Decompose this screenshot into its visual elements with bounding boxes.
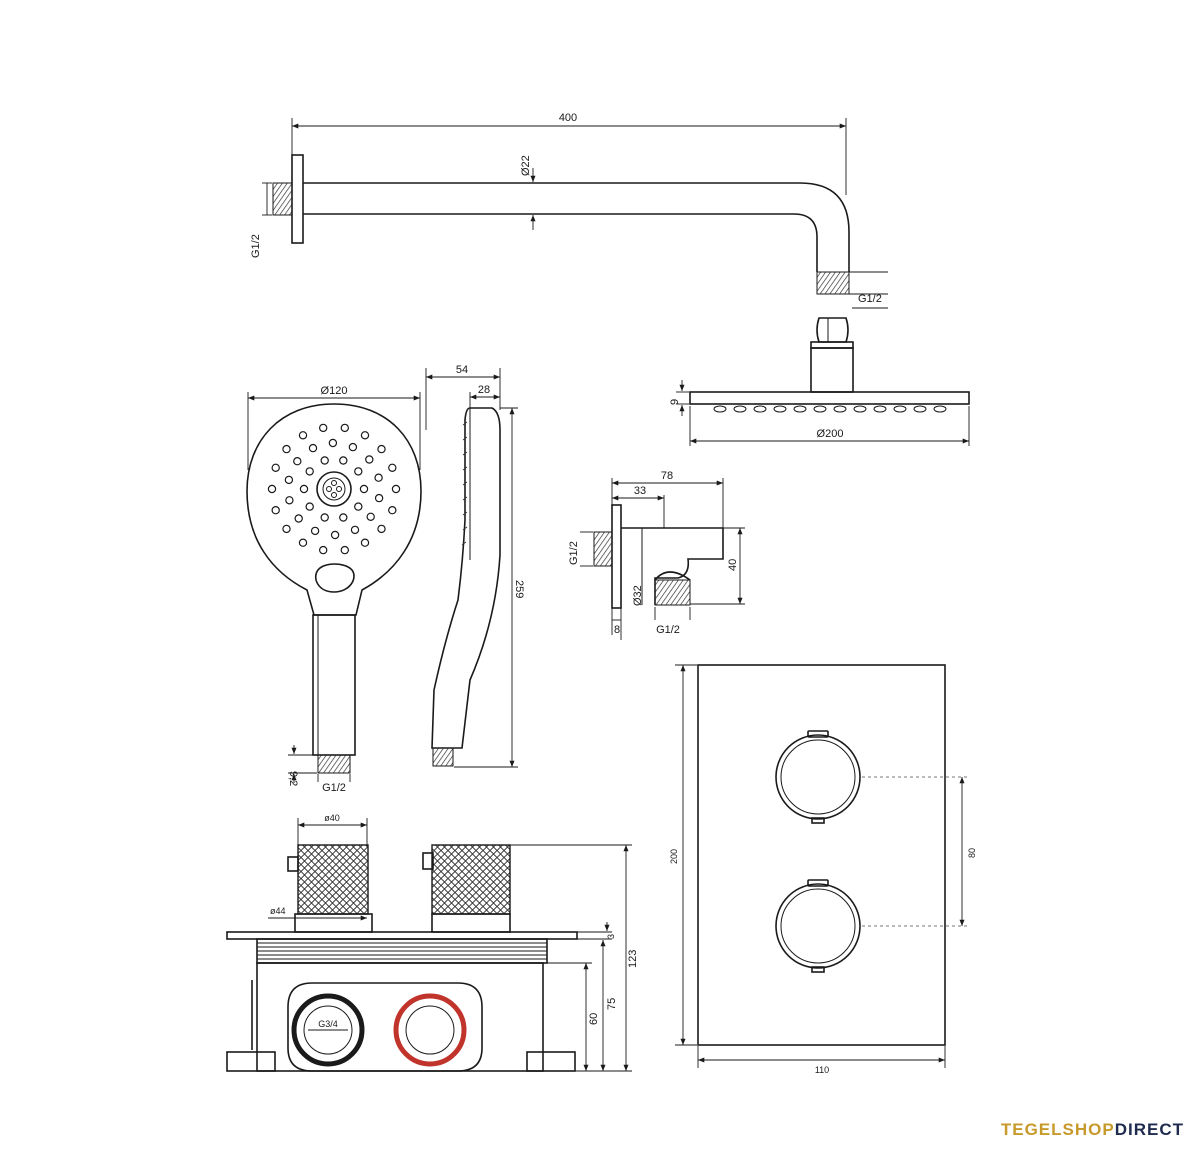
handshower-nozzles bbox=[267, 423, 401, 555]
arm-wall-thread bbox=[272, 182, 293, 216]
head-diameter-label: Ø200 bbox=[817, 428, 844, 440]
nozzle bbox=[305, 467, 314, 476]
elbow-diameter-label: Ø32 bbox=[632, 585, 644, 606]
nozzle bbox=[271, 506, 280, 515]
arm-diameter-label: Ø22 bbox=[520, 155, 532, 176]
nozzle bbox=[360, 431, 370, 440]
handshower-depth-total-label: 54 bbox=[456, 364, 468, 376]
nozzle bbox=[374, 473, 383, 482]
elbow-offset-label: 33 bbox=[634, 485, 646, 497]
hand-shower-front: Ø120 9,2 G1/2 bbox=[246, 385, 422, 794]
nozzle bbox=[293, 457, 302, 466]
concealed-box: ø40 ø44 G3/4 3 60 75 123 bbox=[226, 813, 639, 1072]
shower-arm: 400 G1/2 Ø22 G1/2 bbox=[250, 112, 888, 309]
head-thickness-label: 9 bbox=[669, 399, 681, 405]
body-depth-b-label: 75 bbox=[606, 998, 618, 1010]
nozzle bbox=[299, 484, 309, 494]
head-shower: 9 Ø200 bbox=[669, 317, 970, 446]
nozzle bbox=[308, 443, 318, 453]
nozzle bbox=[365, 455, 374, 464]
arm-head-thread bbox=[816, 271, 850, 295]
nozzle bbox=[377, 524, 386, 534]
elbow-thread-wall-label: G1/2 bbox=[568, 541, 580, 565]
nozzle bbox=[298, 431, 308, 440]
nozzle bbox=[360, 538, 370, 547]
nozzle bbox=[294, 514, 303, 523]
nozzle bbox=[285, 496, 294, 505]
nozzle bbox=[310, 526, 320, 536]
nozzle bbox=[359, 484, 369, 494]
nozzle bbox=[319, 423, 328, 433]
elbow-thread-hose-label: G1/2 bbox=[656, 624, 680, 636]
plate-thickness-label: 3 bbox=[606, 934, 616, 939]
nozzle bbox=[282, 444, 291, 454]
nozzle bbox=[320, 456, 329, 465]
nozzle bbox=[377, 444, 386, 454]
nozzle bbox=[366, 512, 375, 522]
nozzle bbox=[319, 545, 328, 555]
nozzle bbox=[340, 423, 349, 433]
nozzle bbox=[354, 502, 363, 511]
nozzle bbox=[330, 530, 340, 540]
handshower-thread-depth-label: 9,2 bbox=[287, 771, 299, 786]
elbow-depth-label: 78 bbox=[661, 470, 673, 482]
nozzle bbox=[282, 524, 291, 534]
nozzle bbox=[354, 467, 363, 476]
inlet-thread-label: G3/4 bbox=[318, 1019, 338, 1029]
knob-spacing-label: 80 bbox=[967, 848, 977, 858]
handshower-length-label: 259 bbox=[513, 580, 525, 598]
nozzle bbox=[388, 506, 397, 515]
brand-logo[interactable]: TEGELSHOPDIRECT bbox=[1001, 1120, 1184, 1140]
elbow-height-label: 40 bbox=[727, 559, 739, 571]
nozzle bbox=[388, 463, 397, 472]
nozzle bbox=[339, 513, 348, 522]
knob-diameter-label: ø40 bbox=[324, 813, 340, 823]
hand-shower-side: 54 28 259 bbox=[425, 364, 525, 768]
rosette-diameter-label: ø44 bbox=[270, 906, 286, 916]
nozzle bbox=[267, 484, 277, 494]
elbow-flange-label: 8 bbox=[614, 624, 620, 636]
brand-logo-part2: DIRECT bbox=[1114, 1120, 1184, 1139]
arm-thread-wall-label: G1/2 bbox=[250, 234, 262, 258]
front-plate: 80 200 110 bbox=[669, 664, 977, 1075]
handshower-thread bbox=[317, 754, 351, 774]
handshower-diameter-label: Ø120 bbox=[321, 385, 348, 397]
plate-height-label: 200 bbox=[669, 849, 679, 864]
nozzle bbox=[350, 525, 360, 535]
nozzle bbox=[320, 513, 329, 522]
nozzle bbox=[284, 475, 294, 485]
nozzle bbox=[328, 438, 338, 448]
arm-length-label: 400 bbox=[559, 112, 577, 124]
nozzle bbox=[374, 493, 384, 503]
arm-wall-flange bbox=[291, 154, 304, 244]
nozzle bbox=[339, 456, 348, 465]
nozzle bbox=[271, 463, 280, 472]
wall-elbow: 78 33 G1/2 40 Ø32 8 G1/2 bbox=[568, 470, 745, 640]
nozzle bbox=[298, 538, 308, 547]
arm-thread-head-label: G1/2 bbox=[858, 293, 882, 305]
handshower-depth-head-label: 28 bbox=[478, 384, 490, 396]
nozzle bbox=[340, 545, 349, 555]
hot-inlet bbox=[393, 993, 467, 1067]
nozzle bbox=[391, 484, 401, 494]
handshower-thread-label: G1/2 bbox=[322, 782, 346, 794]
body-depth-a-label: 60 bbox=[588, 1013, 600, 1025]
brand-logo-part1: TEGELSHOP bbox=[1000, 1120, 1115, 1139]
nozzle bbox=[305, 502, 314, 511]
total-depth-label: 123 bbox=[627, 950, 639, 968]
nozzle bbox=[348, 442, 358, 452]
plate-width-label: 110 bbox=[815, 1065, 829, 1075]
